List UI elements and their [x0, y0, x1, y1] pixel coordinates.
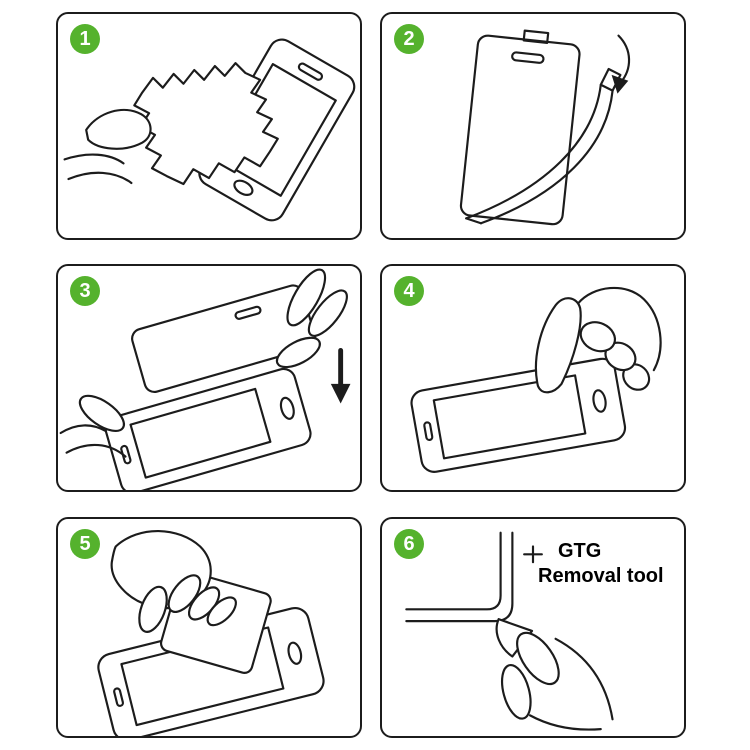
label-leader-icon: [523, 545, 543, 564]
step-panel-3: 3: [56, 264, 362, 492]
step-number-badge: 2: [394, 24, 424, 54]
glass-protector-icon: [459, 29, 581, 226]
step-panel-6: 6 GTG Removal tool: [380, 517, 686, 738]
down-arrow-icon: [330, 348, 351, 404]
phone-icon: [104, 367, 312, 490]
left-hand-icon: [59, 394, 127, 458]
peel-direction-arrow-icon: [611, 34, 631, 94]
holding-hand-icon: [110, 530, 237, 633]
step-number-badge: 4: [394, 276, 424, 306]
lift-corner-with-removal-tool-icon: [405, 531, 614, 731]
step-panel-2: 2: [380, 12, 686, 240]
removal-tool-label-line1: GTG: [558, 540, 602, 562]
step-panel-5: 5: [56, 517, 362, 738]
removal-tool-label-line2: Removal tool: [538, 565, 664, 587]
press-finger-on-screen-icon: [410, 286, 662, 473]
hand-icon: [500, 631, 614, 731]
wipe-screen-with-cloth-icon: [63, 38, 356, 222]
peeling-film-icon: [465, 67, 622, 225]
step-panel-4: 4: [380, 264, 686, 492]
step-number-badge: 3: [70, 276, 100, 306]
step-panel-1: 1: [56, 12, 362, 240]
screen-corner-icon: [405, 531, 514, 623]
cloth-icon: [133, 62, 279, 186]
removal-tool-icon: [495, 618, 534, 658]
step-number-badge: 6: [394, 529, 424, 559]
pressing-hand-icon: [534, 286, 662, 394]
align-glass-over-screen-icon: [59, 268, 351, 490]
hand-icon: [63, 108, 152, 185]
peel-protective-film-icon: [459, 29, 631, 226]
step-number-badge: 5: [70, 529, 100, 559]
removal-tool-label: GTG Removal tool: [538, 539, 664, 589]
smooth-with-card-icon: [97, 530, 325, 736]
phone-icon: [410, 357, 627, 473]
right-hand-icon: [275, 268, 348, 369]
step-number-badge: 1: [70, 24, 100, 54]
